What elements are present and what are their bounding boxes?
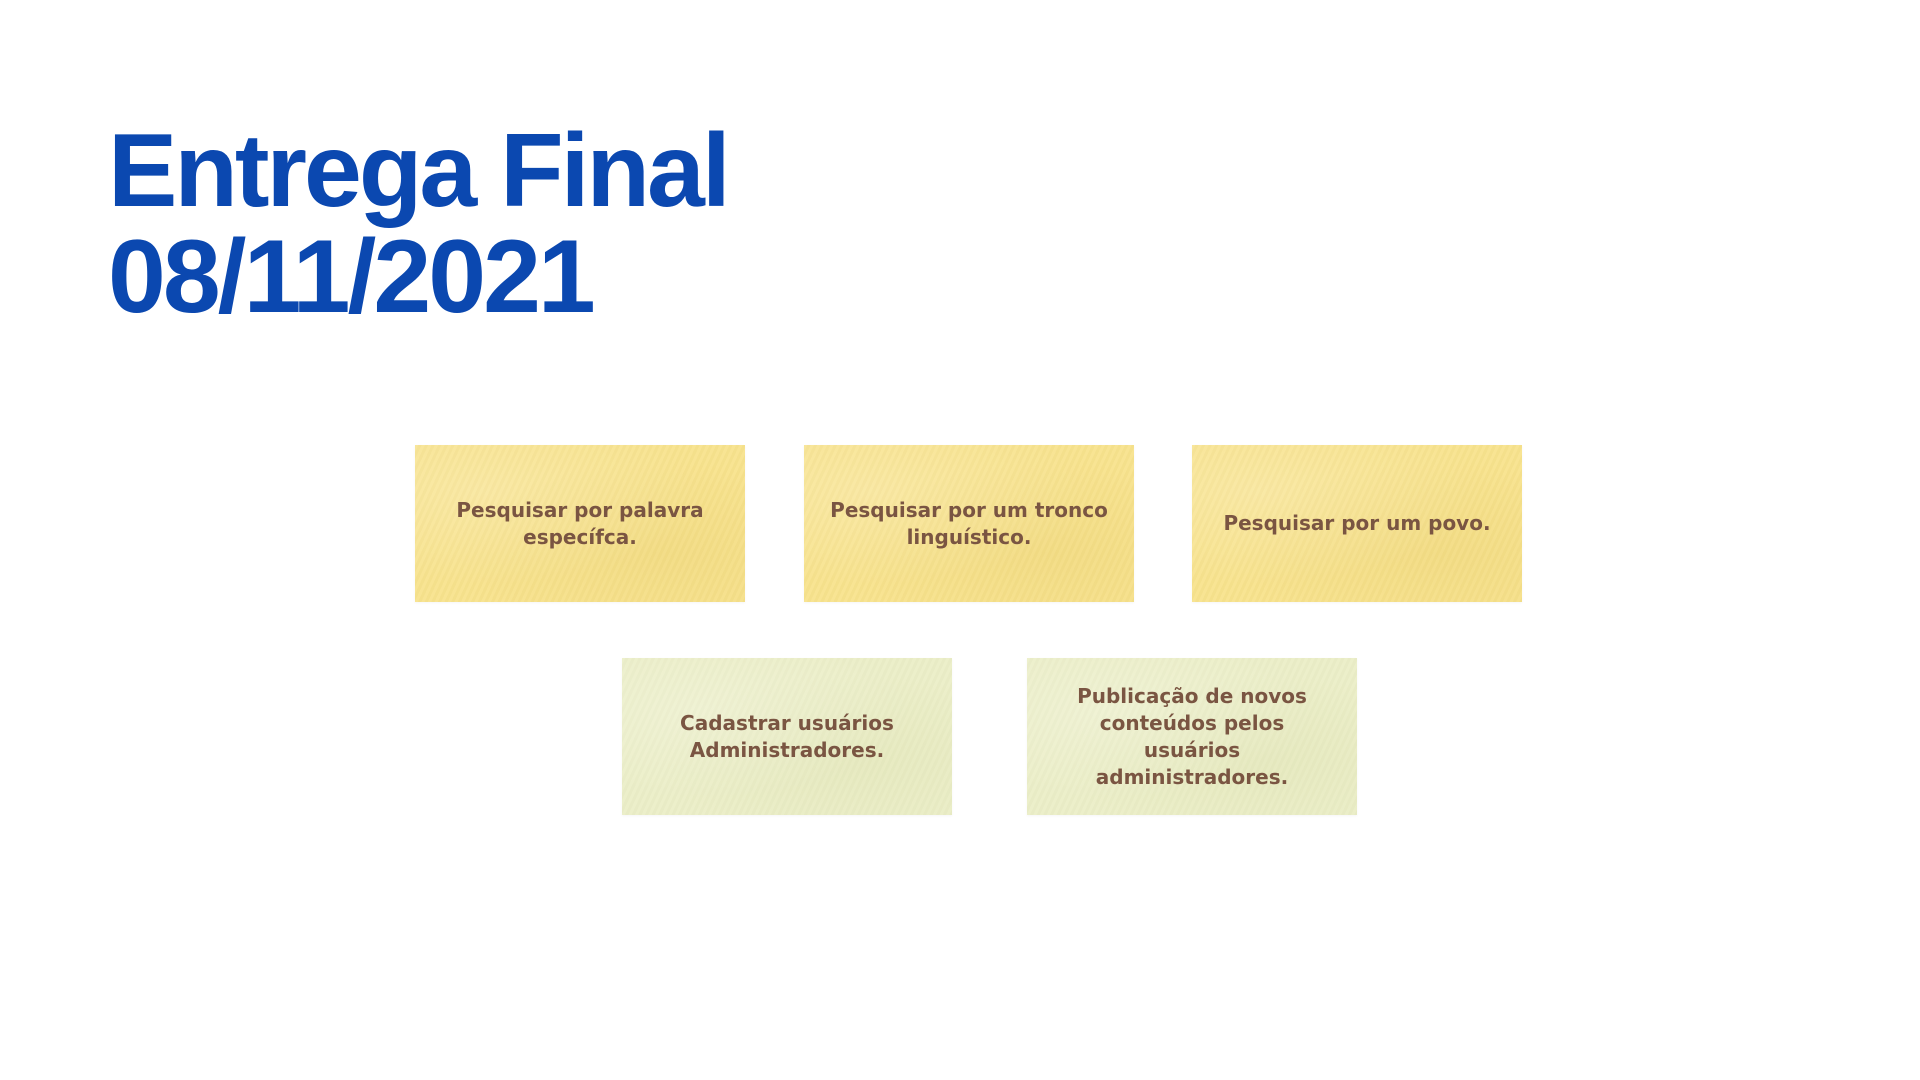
sticky-note-register-admins[interactable]: Cadastrar usuários Administradores. [622, 658, 952, 815]
sticky-note-people-search[interactable]: Pesquisar por um povo. [1192, 445, 1522, 602]
sticky-note-linguistic-trunk-search[interactable]: Pesquisar por um tronco linguístico. [804, 445, 1134, 602]
sticky-note-text: Publicação de novos conteúdos pelos usuá… [1077, 683, 1307, 789]
page-title: Entrega Final 08/11/2021 [108, 113, 731, 335]
sticky-note-text: Pesquisar por um tronco linguístico. [830, 497, 1108, 549]
sticky-note-publish-content[interactable]: Publicação de novos conteúdos pelos usuá… [1027, 658, 1357, 815]
title-line-1: Entrega Final [108, 113, 731, 229]
sticky-note-text: Pesquisar por palavra específca. [456, 497, 704, 549]
sticky-note-text: Cadastrar usuários Administradores. [680, 710, 894, 762]
title-date: 08/11/2021 [108, 219, 596, 335]
sticky-note-keyword-search[interactable]: Pesquisar por palavra específca. [415, 445, 745, 602]
sticky-note-text: Pesquisar por um povo. [1223, 511, 1491, 535]
